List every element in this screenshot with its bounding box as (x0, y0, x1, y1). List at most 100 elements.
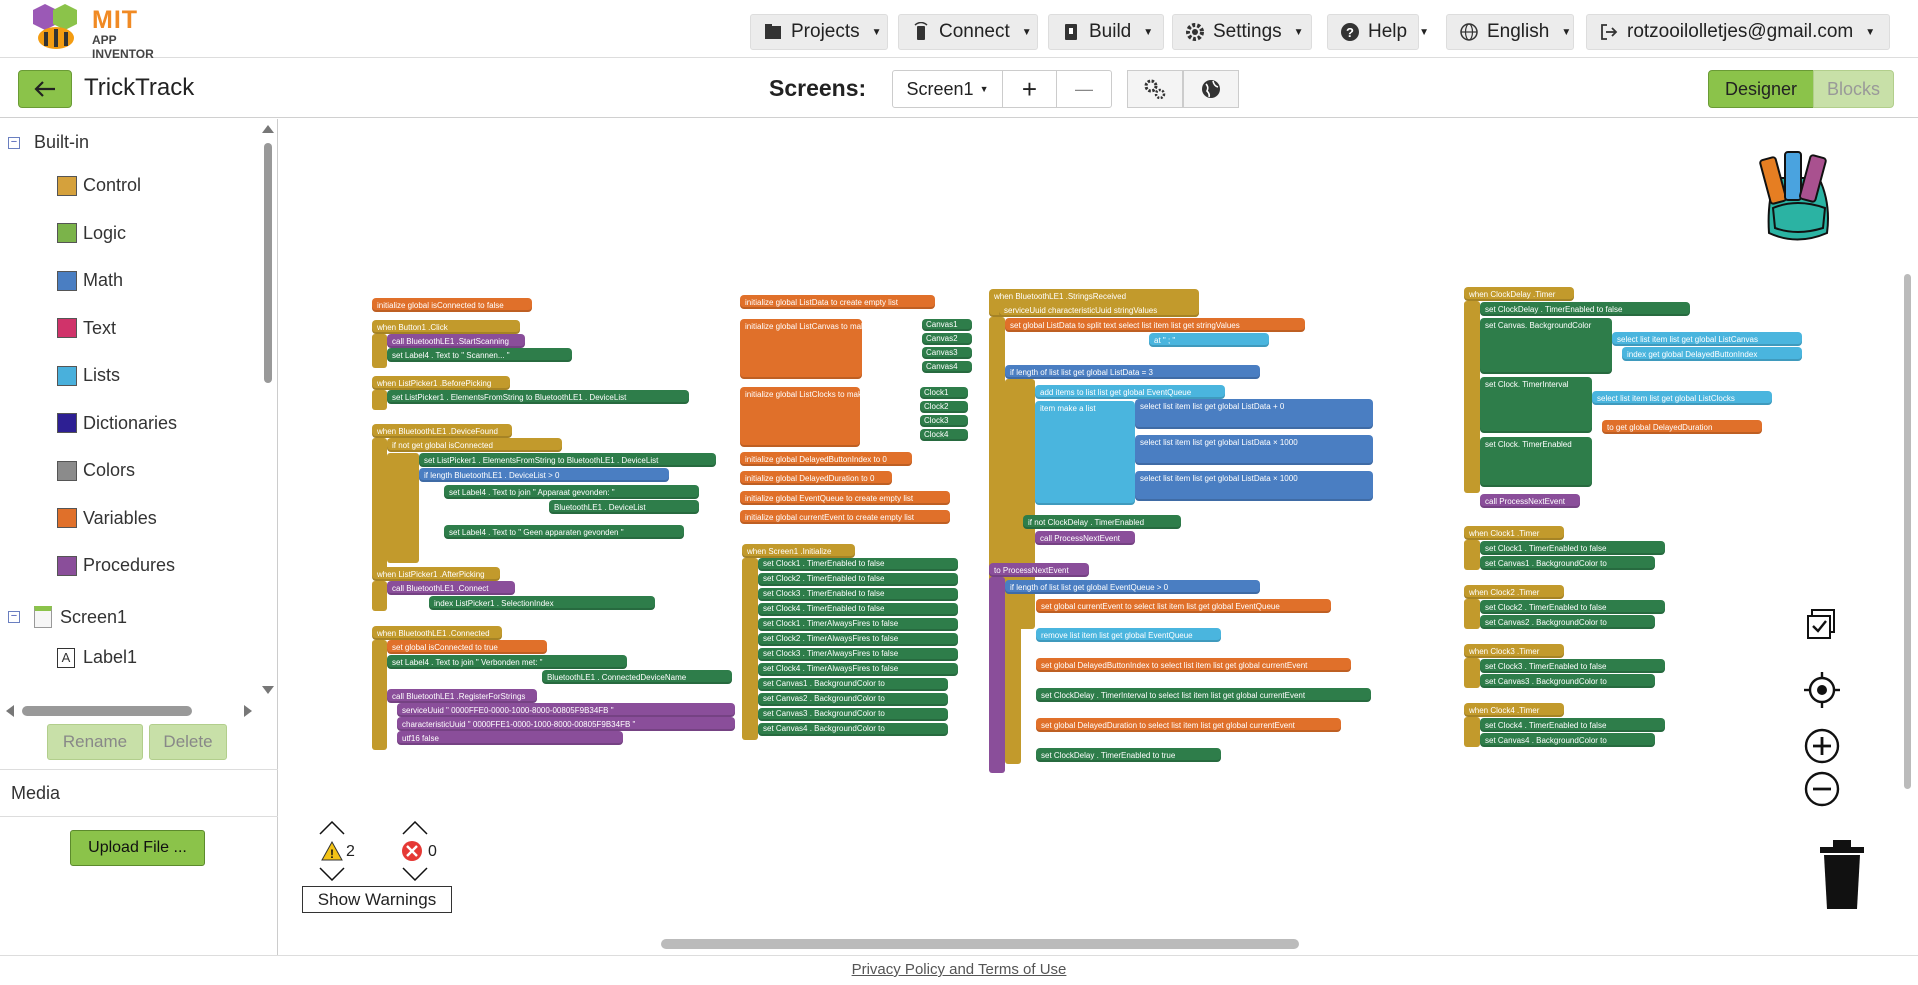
prev-error-arrow-icon[interactable] (402, 821, 428, 835)
block-add-items-to-list[interactable]: add items to list list get global EventQ… (1035, 385, 1225, 399)
block-initialize-row[interactable]: set Clock4 . TimerAlwaysFires to false (758, 663, 958, 676)
tree-category-lists[interactable]: Lists (57, 365, 120, 386)
block-initialize-row[interactable]: set Canvas3 . BackgroundColor to (758, 708, 948, 721)
block-init-delayedbuttonindex[interactable]: initialize global DelayedButtonIndex to … (740, 452, 912, 466)
trash-icon[interactable] (1816, 837, 1868, 911)
scroll-left-arrow[interactable] (6, 705, 14, 717)
scroll-down-arrow[interactable] (262, 686, 274, 694)
block-button1-click[interactable]: when Button1 .Click (372, 320, 520, 334)
next-error-arrow-icon[interactable] (402, 867, 428, 881)
zoom-out-icon[interactable] (1804, 771, 1840, 807)
block-serviceuuid[interactable]: serviceUuid " 0000FFE0-0000-1000-8000-00… (397, 703, 735, 717)
block-set-elements-devicelist[interactable]: set ListPicker1 . ElementsFromString to … (419, 453, 716, 467)
list-item-clock[interactable]: Clock1 (920, 387, 968, 399)
block-initialize-row[interactable]: set Clock3 . TimerEnabled to false (758, 588, 958, 601)
designer-button[interactable]: Designer (1708, 70, 1814, 108)
block-set-clockdelay-false[interactable]: set ClockDelay . TimerEnabled to false (1480, 302, 1690, 316)
tree-category-control[interactable]: Control (57, 175, 141, 196)
connect-menu[interactable]: Connect▼ (898, 14, 1038, 50)
block-clock2-timer[interactable]: when Clock2 .Timer (1464, 585, 1564, 599)
block-call-processnextevent-2[interactable]: call ProcessNextEvent (1480, 494, 1580, 508)
block-characteristicuuid[interactable]: characteristicUuid " 0000FFE1-0000-1000-… (397, 717, 735, 731)
preview-button[interactable] (1183, 70, 1239, 108)
block-set-canvas-backgroundcolor[interactable]: set Canvas4 . BackgroundColor to (1480, 733, 1655, 747)
block-initialize-row[interactable]: set Canvas2 . BackgroundColor to (758, 693, 948, 706)
block-set-elementsfromstring[interactable]: set ListPicker1 . ElementsFromString to … (387, 390, 689, 404)
scroll-right-arrow[interactable] (244, 705, 252, 717)
list-item-canvas[interactable]: Canvas1 (922, 319, 972, 331)
workspace-horizontal-scrollbar[interactable] (661, 939, 1299, 949)
block-if-length-devicelist[interactable]: if length BluetoothLE1 . DeviceList > 0 (419, 468, 669, 482)
list-item-clock[interactable]: Clock4 (920, 429, 968, 441)
list-item-clock[interactable]: Clock2 (920, 401, 968, 413)
tree-screen1[interactable]: − Screen1 (8, 606, 127, 628)
blocks-workspace[interactable]: initialize global isConnected to false w… (279, 119, 1918, 955)
backpack-icon[interactable] (1757, 148, 1837, 248)
block-init-isconnected[interactable]: initialize global isConnected to false (372, 298, 532, 312)
block-set-isconnected-true[interactable]: set global isConnected to true (387, 640, 547, 654)
block-init-listcanvas[interactable]: initialize global ListCanvas to make a l… (740, 319, 862, 379)
tree-label1[interactable]: A Label1 (57, 647, 137, 668)
block-clock3-timer[interactable]: when Clock3 .Timer (1464, 644, 1564, 658)
block-set-clock-timerenabled-false[interactable]: set Clock2 . TimerEnabled to false (1480, 600, 1665, 614)
prev-warning-arrow-icon[interactable] (319, 821, 345, 835)
block-set-label4-verbonden[interactable]: set Label4 . Text to join " Verbonden me… (387, 655, 627, 669)
arrange-blocks-icon[interactable] (1806, 608, 1838, 640)
block-init-delayedduration[interactable]: initialize global DelayedDuration to 0 (740, 471, 892, 485)
block-initialize-row[interactable]: set Canvas4 . BackgroundColor to (758, 723, 948, 736)
list-item-canvas[interactable]: Canvas3 (922, 347, 972, 359)
blocks-button[interactable]: Blocks (1813, 70, 1894, 108)
privacy-policy-link[interactable]: Privacy Policy and Terms of Use (851, 961, 1067, 978)
block-devicefound[interactable]: when BluetoothLE1 .DeviceFound (372, 424, 512, 438)
list-item-canvas[interactable]: Canvas4 (922, 361, 972, 373)
block-clockdelay-timer[interactable]: when ClockDelay .Timer (1464, 287, 1574, 301)
block-set-canvas-backgroundcolor[interactable]: set Canvas2 . BackgroundColor to (1480, 615, 1655, 629)
tree-builtin[interactable]: − Built-in (8, 132, 89, 153)
block-if-not-isconnected[interactable]: if not get global isConnected (387, 438, 562, 452)
block-set-clock-timerenabled[interactable]: set Clock. TimerEnabled (1480, 437, 1592, 487)
block-clock1-timer[interactable]: when Clock1 .Timer (1464, 526, 1564, 540)
tree-horizontal-scrollbar[interactable] (22, 706, 192, 716)
block-set-clock-timerenabled-false[interactable]: set Clock1 . TimerEnabled to false (1480, 541, 1665, 555)
block-if-length-listdata[interactable]: if length of list list get global ListDa… (1005, 365, 1260, 379)
block-select-listcanvas[interactable]: select list item list get global ListCan… (1612, 332, 1802, 346)
block-registerforstrings[interactable]: call BluetoothLE1 .RegisterForStrings (387, 689, 537, 703)
block-math-select-item[interactable]: select list item list get global ListDat… (1135, 471, 1373, 501)
remove-screen-button[interactable]: — (1075, 78, 1093, 99)
block-set-currentevent[interactable]: set global currentEvent to select list i… (1036, 599, 1331, 613)
block-utf16[interactable]: utf16 false (397, 731, 623, 745)
block-initialize-row[interactable]: set Clock1 . TimerAlwaysFires to false (758, 618, 958, 631)
screen-select[interactable]: Screen1▼ (893, 71, 1003, 107)
list-item-clock[interactable]: Clock3 (920, 415, 968, 427)
tree-category-procedures[interactable]: Procedures (57, 555, 175, 576)
list-item-canvas[interactable]: Canvas2 (922, 333, 972, 345)
block-set-timerinterval[interactable]: set ClockDelay . TimerInterval to select… (1036, 688, 1371, 702)
next-warning-arrow-icon[interactable] (319, 867, 345, 881)
block-set-delayedbuttonindex[interactable]: set global DelayedButtonIndex to select … (1036, 658, 1351, 672)
scroll-up-arrow[interactable] (262, 125, 274, 133)
block-split-at[interactable]: at " ; " (1149, 333, 1269, 347)
block-init-eventqueue[interactable]: initialize global EventQueue to create e… (740, 491, 950, 505)
tree-category-colors[interactable]: Colors (57, 460, 135, 481)
block-initialize-row[interactable]: set Clock1 . TimerEnabled to false (758, 558, 958, 571)
block-set-listdata-split[interactable]: set global ListData to split text select… (1005, 318, 1305, 332)
block-devicelist-getter[interactable]: BluetoothLE1 . DeviceList (549, 500, 699, 514)
block-set-clock-timerenabled-false[interactable]: set Clock4 . TimerEnabled to false (1480, 718, 1665, 732)
delete-button[interactable]: Delete (149, 724, 227, 760)
projects-menu[interactable]: Projects▼ (750, 14, 888, 50)
upload-file-button[interactable]: Upload File ... (70, 830, 205, 866)
block-set-canvas-backgroundcolor[interactable]: set Canvas3 . BackgroundColor to (1480, 674, 1655, 688)
block-procedure-processnextevent[interactable]: to ProcessNextEvent (989, 563, 1089, 577)
block-initialize-row[interactable]: set Clock3 . TimerAlwaysFires to false (758, 648, 958, 661)
block-math-select-item[interactable]: select list item list get global ListDat… (1135, 399, 1373, 429)
block-clock4-timer[interactable]: when Clock4 .Timer (1464, 703, 1564, 717)
block-item-make-a-list[interactable]: item make a list (1035, 401, 1135, 505)
block-initialize-row[interactable]: set Clock2 . TimerEnabled to false (758, 573, 958, 586)
help-menu[interactable]: ? Help▼ (1327, 14, 1429, 50)
zoom-in-icon[interactable] (1804, 728, 1840, 764)
block-set-canvas-backgroundcolor[interactable]: set Canvas1 . BackgroundColor to (1480, 556, 1655, 570)
project-properties-button[interactable] (1127, 70, 1183, 108)
block-if-length-eventqueue[interactable]: if length of list list get global EventQ… (1005, 580, 1260, 594)
block-initialize-row[interactable]: set Clock4 . TimerEnabled to false (758, 603, 958, 616)
block-init-listdata[interactable]: initialize global ListData to create emp… (740, 295, 935, 309)
